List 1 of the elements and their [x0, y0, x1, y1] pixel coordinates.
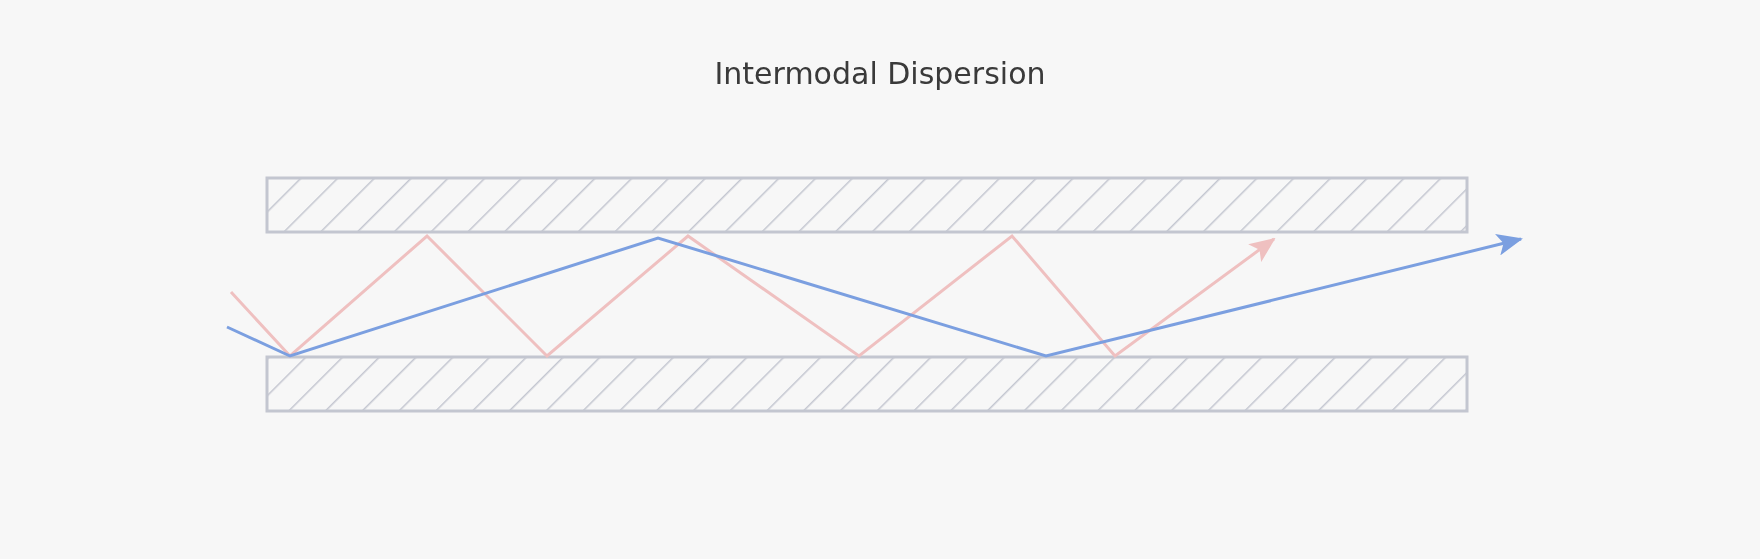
diagram-title: Intermodal Dispersion [714, 55, 1046, 93]
